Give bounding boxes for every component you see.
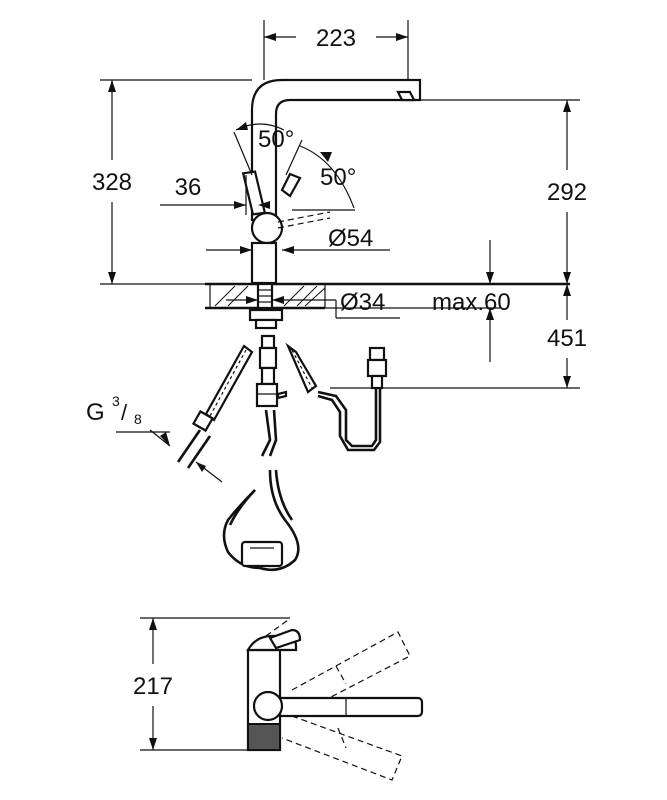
dim-lever-offset: 36 — [175, 174, 202, 201]
thread-slash: / — [121, 400, 128, 425]
dim-lever-angle-right: 50° — [320, 164, 356, 191]
dim-max-deck-thickness: max.60 — [432, 289, 511, 316]
faucet-side-view — [246, 619, 424, 781]
dim-spout-height: 292 — [547, 179, 587, 206]
thread-denominator: 8 — [134, 411, 142, 427]
thread-numerator: 3 — [112, 393, 120, 409]
dim-lever-angle-left: 50° — [258, 126, 294, 153]
dim-below-deck-length: 451 — [547, 325, 587, 352]
dim-hole-diameter: Ø34 — [340, 289, 385, 316]
dim-body-diameter: Ø54 — [328, 225, 373, 252]
dim-side-view-height: 217 — [133, 673, 173, 700]
deck-hatching — [214, 285, 326, 307]
side-view-dimension — [140, 617, 290, 751]
dim-spout-reach: 223 — [316, 25, 356, 52]
dim-total-height: 328 — [92, 169, 132, 196]
dimension-lines — [100, 20, 580, 483]
faucet-front-view — [205, 78, 570, 330]
thread-base: G — [86, 399, 105, 426]
under-sink-connections — [176, 334, 388, 572]
dim-connection-thread: G 3 / 8 — [86, 393, 142, 427]
